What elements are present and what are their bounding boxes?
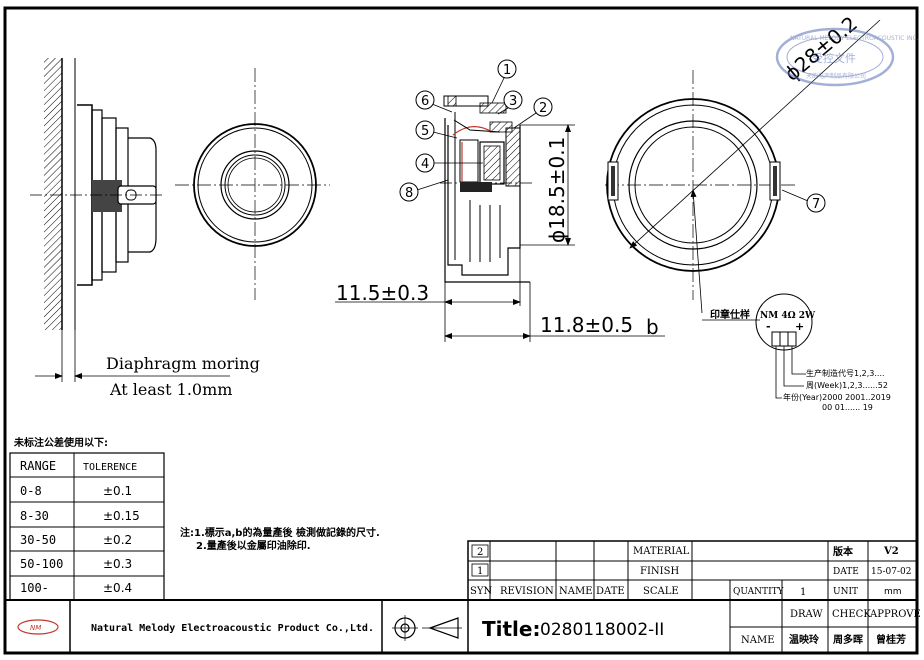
draw-label: DRAW (790, 609, 823, 620)
note-line1: 注:1.標示a,b的為量產後 檢測做記錄的尺寸. (180, 526, 380, 539)
height-b-dim: 11.8±0.5 (540, 313, 633, 337)
tol-value: ±0.2 (103, 533, 132, 547)
stamp-outer-text: NATURAL MELODY ELECTROACOUSTIC INC. (790, 35, 919, 42)
tol-value: ±0.4 (103, 581, 132, 595)
title-block (5, 540, 918, 653)
draw-name: 温映玲 (789, 633, 820, 646)
unit-value: mm (884, 587, 902, 597)
finish-label: FINISH (640, 566, 679, 577)
callout-5 (415, 120, 435, 140)
marking-week-line: 周(Week)1,2,3......52 (806, 381, 888, 390)
section-view: 11.5±0.3 11.8±0.5 b ϕ18.5±0.1 (335, 95, 665, 342)
tol-value: ±0.3 (103, 557, 132, 571)
hdr-revision: REVISION (500, 586, 554, 597)
callout-2 (533, 97, 553, 117)
tol-value: ±0.1 (103, 484, 132, 498)
check-label: CHECK (832, 609, 871, 620)
height-a-dim: 11.5±0.3 (336, 281, 429, 305)
callout-1 (497, 59, 517, 79)
check-name: 周多晖 (833, 633, 863, 646)
callout-7 (806, 193, 826, 213)
svg-text:1: 1 (503, 63, 511, 78)
title-block-text: 2 1 SYN REVISION NAME DATE MATERIAL FINI… (17, 544, 921, 646)
tol-header-range: RANGE (20, 459, 56, 473)
svg-text:5: 5 (421, 124, 429, 139)
control-stamp: NATURAL MELODY ELECTROACOUSTIC INC. 受控文件… (775, 27, 919, 87)
callout-6 (415, 90, 435, 110)
material-label: MATERIAL (633, 546, 690, 557)
version-label: 版本 (833, 545, 854, 558)
front-view (175, 68, 330, 300)
marking-detail: NM 4Ω 2W - + 生产制造代号1,2,3.... 周(Week)1,2,… (755, 293, 891, 412)
note-line2: 2.量產後以金屬印油除印. (196, 539, 311, 552)
callout-8 (399, 182, 419, 202)
stamp-bottom-text: 天韵电声制品有限公司 (806, 72, 866, 80)
quantity-label: QUANTITY (733, 587, 785, 597)
tol-value: ±0.15 (103, 509, 140, 523)
svg-text:4: 4 (421, 157, 429, 172)
tol-range: 100- (20, 581, 49, 595)
marking-year-line1: 年份(Year)2000 2001..2019 (783, 392, 891, 402)
wall-hatch (44, 58, 62, 330)
svg-text:6: 6 (421, 94, 429, 109)
svg-text:2: 2 (539, 101, 547, 116)
rev-row-1: 1 (477, 566, 483, 577)
marking-year-line2: 00 01...... 19 (822, 403, 873, 412)
company-logo-icon (17, 619, 59, 635)
title-label: Title: (482, 617, 540, 641)
date-label: DATE (833, 567, 859, 577)
quantity-value: 1 (800, 587, 806, 598)
approve-name: 曾桂芳 (876, 633, 906, 646)
marking-circle-text: NM 4Ω 2W (760, 311, 816, 321)
marking-code-line: 生产制造代号1,2,3.... (806, 368, 885, 378)
title-value: 0280118002-II (540, 620, 664, 640)
side-view: Diaphragm moring At least 1.0mm (30, 58, 260, 399)
tol-range: 8-30 (20, 509, 49, 523)
stamp-center-text: 受控文件 (812, 51, 856, 65)
scale-label: SCALE (643, 586, 679, 597)
date-value: 15-07-02 (871, 567, 911, 577)
svg-text:+: + (795, 320, 804, 333)
svg-text:-: - (766, 320, 771, 333)
callouts: 1 2 3 4 5 6 7 8 (399, 59, 826, 213)
marking-label: 印章仕样 (710, 308, 750, 321)
mounting-note-line2: At least 1.0mm (109, 380, 232, 399)
callout-4 (415, 153, 435, 173)
hdr-name: NAME (559, 586, 593, 597)
name-label: NAME (741, 635, 775, 646)
company-name: Natural Melody Electroacoustic Product C… (91, 622, 374, 634)
tol-range: 0-8 (20, 484, 42, 498)
tol-header-tolerance: TOLERENCE (83, 462, 137, 473)
version-value: V2 (883, 546, 899, 557)
tolerance-title: 未标注公差使用以下: (13, 436, 108, 449)
callout-3 (503, 90, 523, 110)
projection-symbol-icon (392, 615, 462, 641)
svg-text:7: 7 (812, 197, 820, 212)
unit-label: UNIT (833, 587, 858, 597)
height-b-mark: b (646, 315, 659, 339)
inner-dia-dim: ϕ18.5±0.1 (545, 137, 569, 243)
svg-text:8: 8 (405, 186, 413, 201)
tolerance-table: 未标注公差使用以下: RANGE TOLERENCE 0-8 ±0.1 8-30… (9, 436, 165, 601)
logo-text: NM (30, 624, 41, 632)
tol-range: 50-100 (20, 557, 63, 571)
tol-range: 30-50 (20, 533, 56, 547)
svg-text:3: 3 (509, 94, 517, 109)
sheet-border (3, 6, 919, 655)
approve-label: APPROVE (869, 609, 921, 620)
hdr-date: DATE (596, 586, 625, 597)
mounting-note-line1: Diaphragm moring (106, 354, 260, 373)
rev-row-2: 2 (477, 547, 483, 558)
hdr-syn: SYN (470, 586, 492, 597)
